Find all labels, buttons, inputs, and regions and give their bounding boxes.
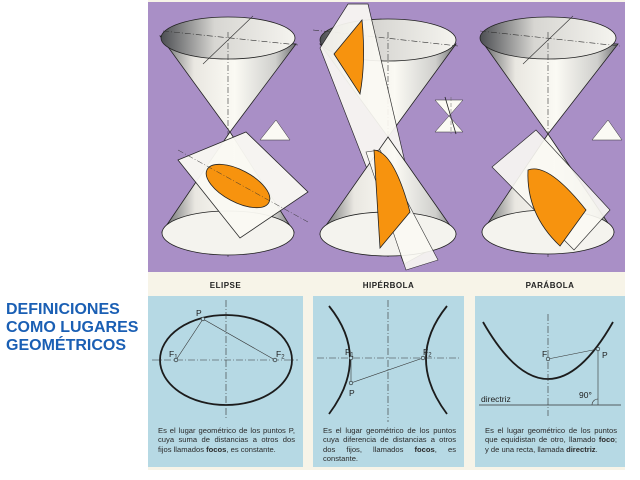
parabola-cone-group: [479, 15, 623, 257]
panel-elipse: P F1 F2 Es el lugar geométrico de los pu…: [148, 296, 303, 467]
point-p-label: P: [349, 388, 355, 398]
side-title-line-1: DEFINICIONES: [6, 301, 120, 318]
caption-parabola: PARÁBOLA: [525, 281, 575, 290]
focus-f1-label: F1: [169, 349, 178, 361]
hiperbola-cone-group: [312, 3, 464, 271]
side-title: DEFINICIONES COMO LUGARES GEOMÉTRICOS: [6, 301, 146, 355]
elipse-definition: Es el lugar geométrico de los puntos P, …: [158, 426, 295, 454]
hiperbola-definition: Es el lugar geométrico de los puntos cuy…: [323, 426, 456, 463]
focus-f2-label: F2: [276, 349, 285, 361]
panel-hiperbola: P F1 F2 Es el lugar geométrico de los pu…: [313, 296, 464, 467]
point-p-label: P: [602, 350, 608, 360]
elipse-cone-group: [159, 15, 309, 257]
ellipse-diagram: P F1 F2: [152, 300, 298, 420]
parabola-definition: Es el lugar geométrico de los puntos que…: [485, 426, 617, 454]
side-title-line-2: COMO LUGARES: [6, 319, 139, 336]
parabola-diagram: F P directriz 90°: [479, 314, 621, 416]
focus-f1-label: F1: [345, 347, 354, 359]
hyperbola-diagram: P F1 F2: [317, 300, 459, 422]
focus-f2-label: F2: [423, 347, 432, 359]
point-p-label: P: [196, 308, 202, 318]
conic-sections-illustration: [148, 2, 625, 272]
focus-f-label: F: [542, 349, 547, 359]
side-title-line-3: GEOMÉTRICOS: [6, 337, 127, 354]
directriz-label: directriz: [481, 394, 511, 404]
caption-hiperbola: HIPÉRBOLA: [362, 281, 415, 290]
caption-elipse: ELIPSE: [209, 281, 242, 290]
angle-label: 90°: [579, 390, 592, 400]
panel-parabola: F P directriz 90° Es el lugar geométrico…: [475, 296, 625, 467]
